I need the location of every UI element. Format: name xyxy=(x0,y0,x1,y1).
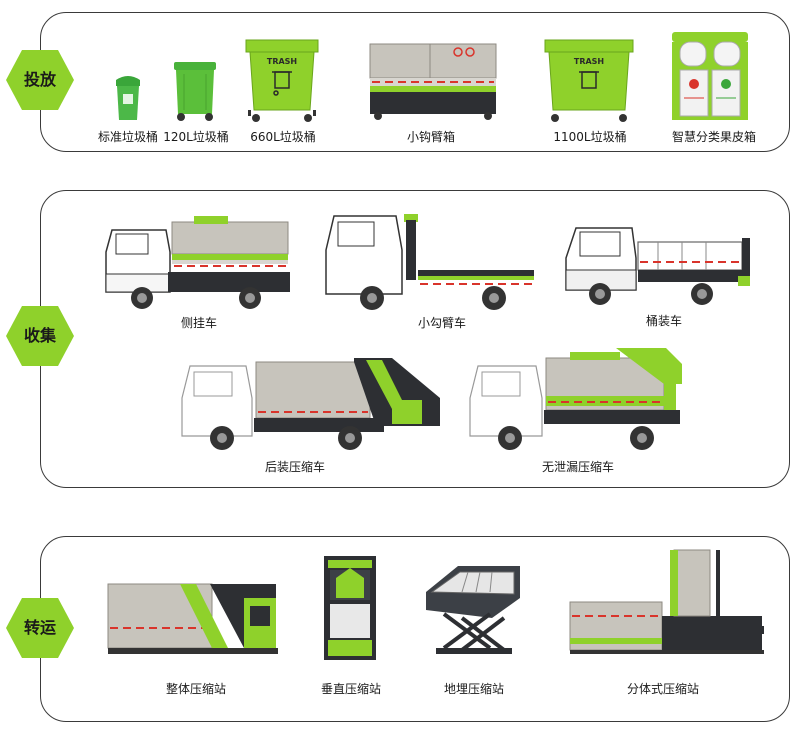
item-label: 660L垃圾桶 xyxy=(250,130,316,144)
bin-660l-image: TRASH xyxy=(244,38,320,122)
hexagon-shape xyxy=(6,306,74,366)
section-title: 投放 xyxy=(23,70,56,89)
standard-bin-image xyxy=(112,74,144,122)
item-label: 地埋压缩站 xyxy=(443,682,504,696)
section-badge-toufang: 投放 xyxy=(4,48,76,112)
small-hook-arm-truck-image xyxy=(322,210,538,312)
rear-loading-compactor-image xyxy=(178,354,450,454)
leak-free-compactor-image xyxy=(466,344,688,454)
underground-compression-station-image xyxy=(422,562,524,658)
bucket-loading-truck-image xyxy=(562,222,752,308)
item-label: 1100L垃圾桶 xyxy=(553,130,627,144)
item-label: 120L垃圾桶 xyxy=(163,130,229,144)
hexagon-shape xyxy=(6,598,74,658)
item-label: 分体式压缩站 xyxy=(626,682,699,696)
section-badge-shouji: 收集 xyxy=(4,304,76,368)
trash-lid-text: TRASH xyxy=(267,57,297,66)
vertical-compression-station-image xyxy=(322,554,378,662)
bin-1100l-image: TRASH xyxy=(543,38,635,122)
item-label: 整体压缩站 xyxy=(165,682,226,696)
item-label: 标准垃圾桶 xyxy=(97,130,158,144)
hook-arm-box-image xyxy=(366,40,500,122)
section-title: 收集 xyxy=(23,326,56,345)
bin-120l-image xyxy=(172,60,218,122)
section-badge-zhuanyun: 转运 xyxy=(4,596,76,660)
item-label: 无泄漏压缩车 xyxy=(541,460,614,474)
item-label: 小勾臂车 xyxy=(417,316,466,330)
item-label: 桶装车 xyxy=(645,314,682,328)
section-title: 转运 xyxy=(23,618,56,637)
trash-lid-text: TRASH xyxy=(574,57,604,66)
split-compression-station-image xyxy=(566,546,768,656)
item-label: 智慧分类果皮箱 xyxy=(671,130,756,144)
item-label: 小钩臂箱 xyxy=(406,130,455,144)
smart-sorting-bin-image xyxy=(668,30,752,122)
side-loading-truck-image xyxy=(102,212,292,312)
item-label: 后装压缩车 xyxy=(264,460,325,474)
item-label: 垂直压缩站 xyxy=(320,682,381,696)
integrated-compression-station-image xyxy=(104,578,282,658)
hexagon-shape xyxy=(6,50,74,110)
item-label: 侧挂车 xyxy=(180,316,217,330)
